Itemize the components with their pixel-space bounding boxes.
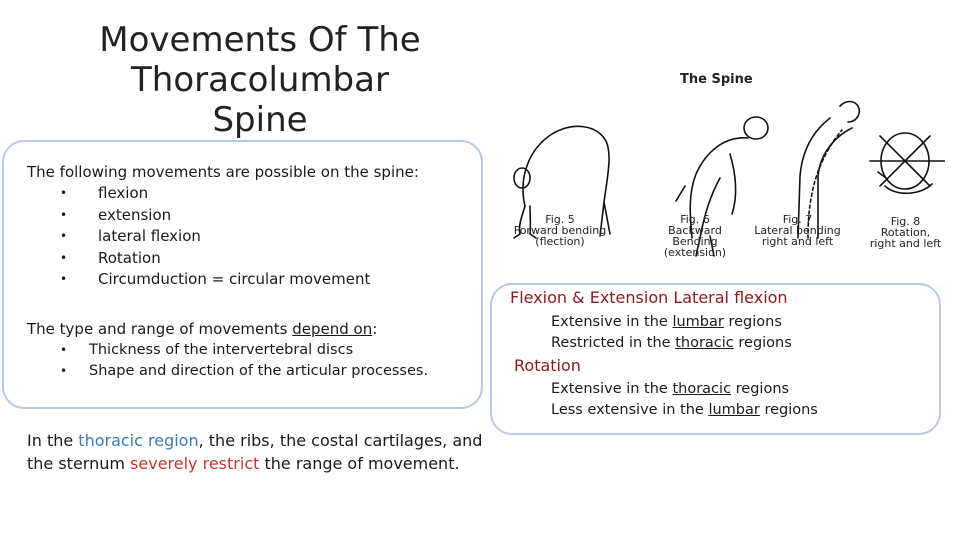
backward-bending-figure [675, 116, 769, 257]
slide-title: Movements Of The Thoracolumbar Spine [80, 20, 440, 140]
forward-bending-figure [513, 125, 611, 239]
rotation-line-2: Less extensive in the lumbar regions [551, 402, 818, 418]
rotation-line-1-region: thoracic [672, 381, 732, 397]
footnote-part-1: In the [27, 431, 79, 450]
footnote-thoracic-region: thoracic region [78, 431, 199, 450]
movements-intro: The following movements are possible on … [27, 161, 419, 183]
list-item: Rotation [60, 248, 370, 270]
list-item: flexion [60, 183, 370, 205]
flexion-line-1: Extensive in the lumbar regions [551, 314, 782, 330]
spine-figure: The Spine [500, 66, 945, 266]
flexion-extension-heading: Flexion & Extension Lateral flexion [510, 288, 788, 307]
flexion-line-1-region: lumbar [672, 314, 724, 330]
depend-suffix: : [372, 320, 378, 338]
caption-fig-8: Fig. 8 Rotation, right and left [869, 215, 942, 250]
title-line-1: Movements Of The [99, 20, 421, 60]
depend-prefix: The type and range of movements [27, 320, 293, 338]
thoracic-footnote: In the thoracic region, the ribs, the co… [27, 429, 497, 475]
movements-list: flexion extension lateral flexion Rotati… [60, 183, 370, 291]
list-item: extension [60, 205, 370, 227]
list-item: Circumduction = circular movement [60, 269, 370, 291]
rotation-line-2-region: lumbar [708, 402, 760, 418]
depend-underlined: depend on [292, 320, 373, 338]
movements-intro-text: The following movements are possible on … [27, 163, 419, 181]
caption-fig-7: Fig. 7 Lateral bending right and left [754, 213, 841, 248]
rotation-line-1: Extensive in the thoracic regions [551, 381, 790, 397]
list-item: lateral flexion [60, 226, 370, 248]
flexion-line-2-region: thoracic [675, 335, 734, 351]
figure-heading: The Spine [680, 72, 753, 87]
lateral-bending-figure [797, 100, 861, 239]
title-line-2: Thoracolumbar Spine [131, 60, 389, 140]
spine-movement-illustration [513, 100, 945, 257]
list-item: Shape and direction of the articular pro… [60, 361, 428, 382]
footnote-part-5: the range of movement. [259, 454, 460, 473]
regional-range-box [490, 283, 941, 435]
rotation-figure [869, 132, 945, 195]
flexion-line-2: Restricted in the thoracic regions [551, 335, 792, 351]
footnote-severely-restrict: severely restrict [130, 454, 260, 473]
depend-heading: The type and range of movements depend o… [27, 318, 377, 340]
caption-fig-6: Fig. 6 Backward Bending (extension) [663, 213, 727, 259]
list-item: Thickness of the intervertebral discs [60, 340, 428, 361]
footnote-part-3: , the ribs, the costal cartilages, and t… [27, 431, 483, 473]
factors-list: Thickness of the intervertebral discs Sh… [60, 340, 428, 382]
caption-fig-5: Fig. 5 Forward bending (flection) [513, 213, 607, 248]
rotation-heading: Rotation [514, 356, 581, 375]
